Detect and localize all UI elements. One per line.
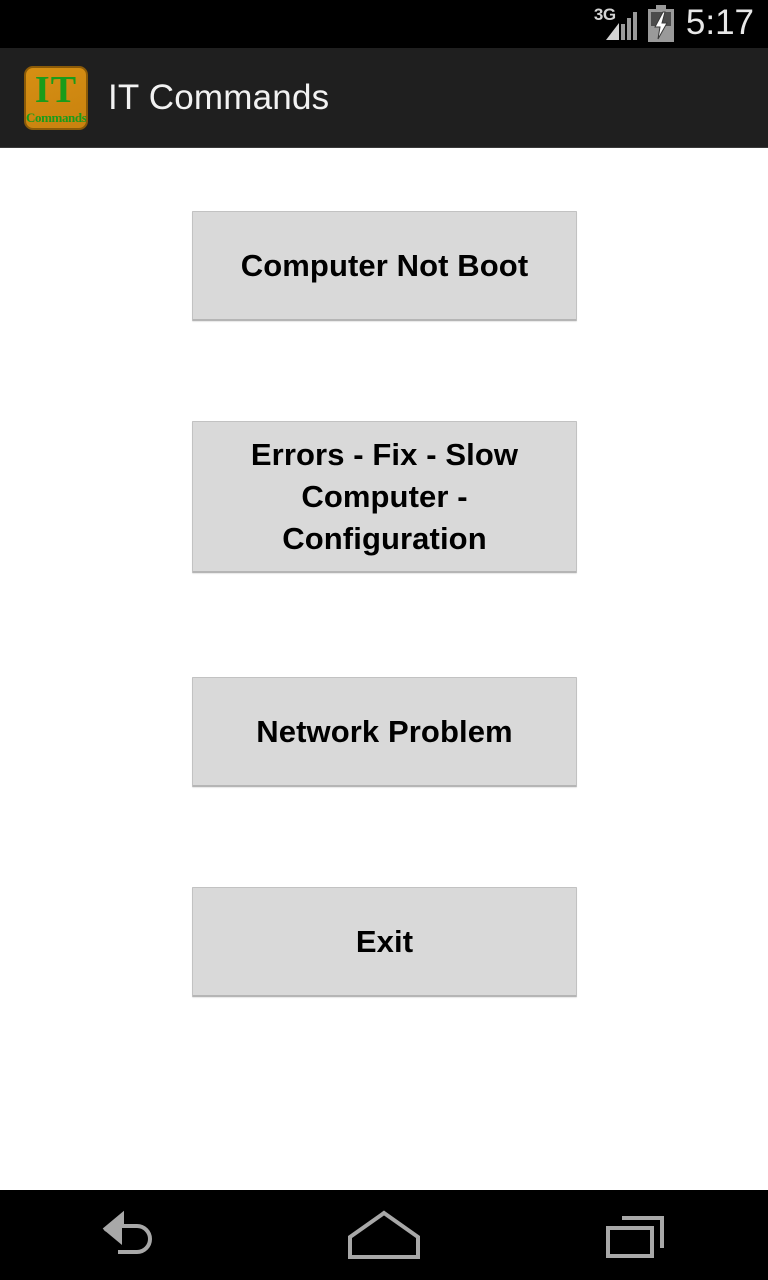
app-title: IT Commands bbox=[108, 77, 330, 117]
home-icon bbox=[348, 1210, 420, 1259]
status-bar: 3G 5:17 bbox=[0, 0, 768, 48]
navigation-bar bbox=[0, 1190, 768, 1280]
battery-charging-icon bbox=[647, 5, 674, 42]
button-exit[interactable]: Exit bbox=[192, 887, 577, 997]
app-icon-secondary-text: Commands bbox=[26, 109, 87, 125]
back-arrow-icon bbox=[102, 1210, 152, 1254]
signal-bars-icon bbox=[605, 12, 637, 40]
network-type-label: 3G bbox=[593, 5, 616, 24]
action-bar: IT Commands IT Commands bbox=[0, 48, 768, 148]
recent-apps-icon bbox=[606, 1216, 664, 1258]
button-network-problem[interactable]: Network Problem bbox=[192, 677, 577, 787]
it-commands-app-icon: IT Commands bbox=[24, 65, 88, 130]
app-icon-primary-text: IT bbox=[34, 68, 78, 111]
signal-strength-icon: 3G bbox=[592, 6, 638, 42]
status-bar-clock: 5:17 bbox=[685, 3, 754, 42]
main-content: Computer Not Boot Errors - Fix - Slow Co… bbox=[0, 149, 768, 1190]
nav-recents-button[interactable] bbox=[512, 1190, 768, 1280]
button-errors-fix-slow-computer-configuration[interactable]: Errors - Fix - Slow Computer - Configura… bbox=[192, 421, 577, 573]
status-bar-right-group: 3G 5:17 bbox=[592, 5, 760, 43]
nav-back-button[interactable] bbox=[0, 1190, 256, 1280]
button-computer-not-boot[interactable]: Computer Not Boot bbox=[192, 211, 577, 321]
nav-home-button[interactable] bbox=[256, 1190, 512, 1280]
